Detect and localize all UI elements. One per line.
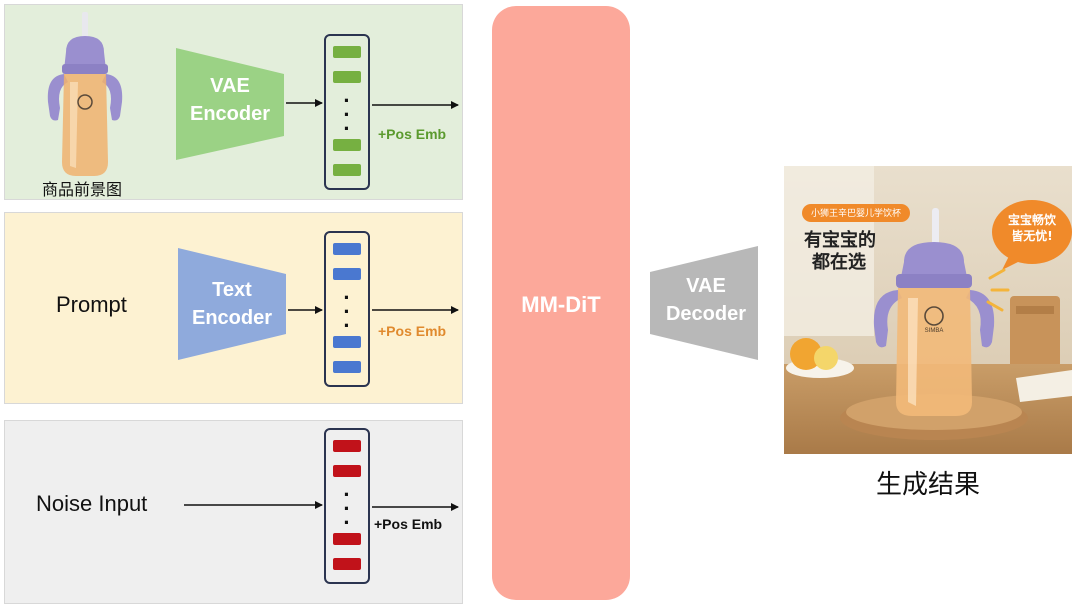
prompt-label: Prompt (56, 292, 127, 317)
vae-encoder-line2: Encoder (189, 103, 271, 125)
noise-token-column: ··· (324, 428, 370, 584)
noise-input-panel (4, 420, 463, 604)
mm-dit-label: MM-DiT (521, 292, 601, 317)
ad-bubble-line1: 宝宝畅饮 (1007, 213, 1056, 227)
ad-headline-line2: 都在选 (812, 252, 866, 273)
image-token (333, 46, 361, 58)
ad-bubble-line2: 皆无忧! (1011, 229, 1053, 243)
image-token-column: ··· (324, 34, 370, 190)
text-token (333, 361, 361, 373)
image-pos-emb-label: +Pos Emb (378, 126, 447, 142)
noise-token (333, 465, 361, 477)
vae-encoder-label: VAE Encoder (176, 72, 284, 128)
noise-token (333, 440, 361, 452)
noise-input-label: Noise Input (36, 491, 148, 516)
text-encoder-label: Text Encoder (178, 276, 286, 332)
text-token (333, 243, 361, 255)
image-token (333, 164, 361, 176)
ellipsis-dots: ··· (343, 285, 351, 338)
text-encoder-line1: Text (212, 279, 252, 301)
ellipsis-dots: ··· (343, 482, 351, 535)
ad-ribbon-text: 小狮王辛巴婴儿学饮杯 (810, 209, 901, 219)
image-token (333, 71, 361, 83)
vae-decoder-label: VAE Decoder (650, 272, 762, 328)
noise-pos-emb-label: +Pos Emb (374, 516, 443, 532)
ad-headline-line1: 有宝宝的 (804, 230, 876, 251)
text-encoder-line2: Encoder (191, 307, 273, 329)
result-scene (784, 166, 1072, 454)
product-caption: 商品前景图 (42, 180, 123, 199)
result-caption: 生成结果 (875, 470, 980, 500)
text-token (333, 336, 361, 348)
ellipsis-dots: ··· (343, 88, 351, 141)
generated-result-image: 小狮王辛巴婴儿学饮杯 有宝宝的 都在选 宝宝畅饮 皆无忧! SIMBA (784, 166, 1072, 454)
noise-token (333, 533, 361, 545)
text-token-column: ··· (324, 231, 370, 387)
text-token (333, 268, 361, 280)
noise-token (333, 558, 361, 570)
vae-decoder-line1: VAE (686, 275, 726, 297)
text-pos-emb-label: +Pos Emb (378, 323, 447, 339)
vae-decoder-line2: Decoder (665, 303, 747, 325)
mm-dit-block: MM-DiT (492, 6, 630, 600)
ad-bubble-text: 宝宝畅饮 皆无忧! (996, 212, 1068, 244)
ad-headline: 有宝宝的 都在选 (804, 230, 876, 274)
image-token (333, 139, 361, 151)
vae-encoder-line1: VAE (210, 75, 250, 97)
bottle-brand-text: SIMBA (924, 328, 944, 334)
